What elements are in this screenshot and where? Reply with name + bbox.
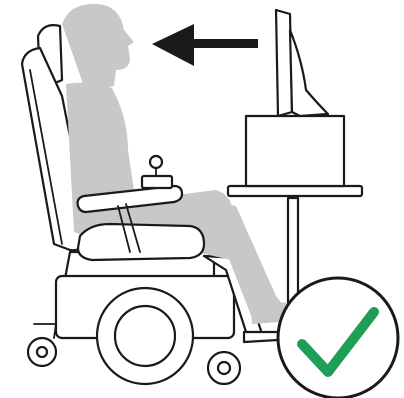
check-mark-icon bbox=[278, 278, 398, 398]
seat-cushion bbox=[78, 224, 204, 260]
arrow-left-icon bbox=[152, 24, 258, 66]
joystick bbox=[142, 156, 172, 188]
